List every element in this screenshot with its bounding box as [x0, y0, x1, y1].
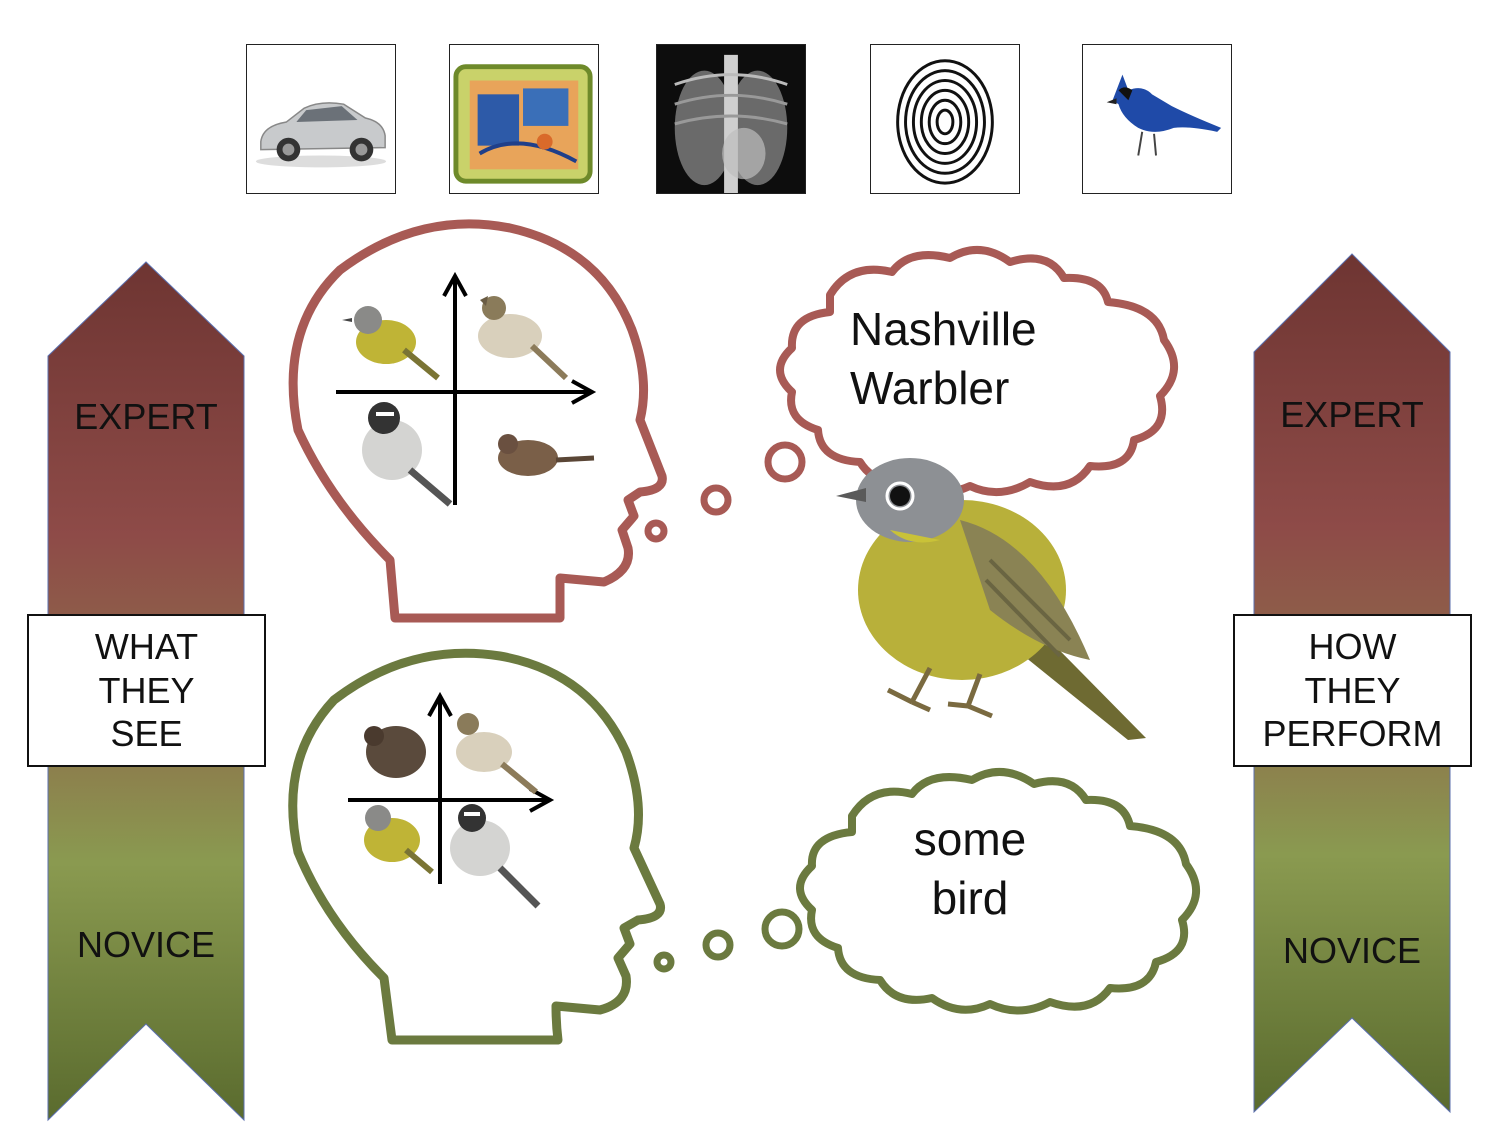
left-expert-label: EXPERT: [74, 396, 218, 437]
novice-thought-text: some bird: [880, 810, 1060, 928]
fingerprint-image: [870, 44, 1020, 194]
blue-jay-image: [1082, 44, 1232, 194]
what-they-see-line-3: SEE: [110, 713, 183, 755]
how-they-perform-line-3: PERFORM: [1262, 713, 1443, 755]
expert-thought-cloud: [776, 245, 1179, 497]
novice-thought-line-1: some: [913, 813, 1027, 865]
expert-thought-line-1: Nashville: [850, 303, 1037, 355]
left-novice-label: NOVICE: [76, 924, 216, 965]
how-they-perform-line-2: THEY: [1304, 669, 1401, 711]
what-they-see-box: WHAT THEY SEE: [27, 614, 266, 767]
expert-head-outline: [288, 219, 667, 623]
expert-similarity-axes: [336, 271, 597, 505]
right-expert-label: EXPERT: [1280, 394, 1424, 435]
expert-mental-birds: [342, 296, 595, 507]
expert-thought-text: Nashville Warbler: [850, 300, 1037, 418]
right-novice-label: NOVICE: [1282, 930, 1422, 971]
car-image: [246, 44, 396, 194]
chest-xray-image: [656, 44, 806, 194]
novice-thought-line-2: bird: [931, 871, 1009, 924]
novice-thought-cloud: [796, 767, 1201, 1015]
expert-thought-line-2: Warbler: [850, 361, 1010, 414]
xray-luggage-image: [449, 44, 599, 194]
novice-head-outline: [288, 648, 665, 1045]
what-they-see-line-2: THEY: [98, 669, 195, 711]
novice-similarity-axes: [348, 691, 555, 884]
expert-thought-dots: [644, 441, 806, 543]
what-they-see-line-1: WHAT: [94, 625, 199, 667]
how-they-perform-line-1: HOW: [1308, 625, 1397, 667]
nashville-warbler-image: [836, 458, 1146, 740]
novice-mental-birds: [364, 713, 541, 909]
novice-thought-dots: [653, 908, 803, 973]
how-they-perform-box: HOW THEY PERFORM: [1233, 614, 1472, 767]
